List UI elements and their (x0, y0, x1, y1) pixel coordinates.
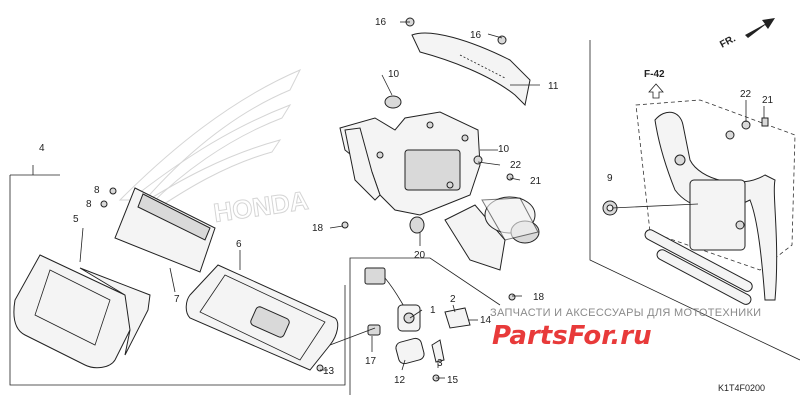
callout-2: 2 (450, 294, 456, 305)
callout-14: 13 (323, 366, 335, 377)
callout-9: 9 (607, 173, 613, 184)
callout-12: 11 (548, 81, 559, 92)
meter-unit (100, 187, 216, 273)
front-direction-indicator: FR. (718, 18, 775, 51)
callout-11: 10 (498, 144, 510, 155)
callout-18-a: 18 (312, 223, 324, 234)
callout-17: 15 (447, 375, 459, 386)
callout-7: 7 (174, 294, 180, 305)
callout-16-a: 16 (375, 17, 387, 28)
callout-6: 6 (236, 239, 242, 250)
watermark-brand: PartsFor.ru (492, 321, 652, 351)
honda-logo-text: HONDA (212, 185, 311, 228)
direction-arrow-icon (745, 18, 775, 38)
wiring-parts-box (349, 257, 501, 395)
upper-cover (405, 17, 531, 107)
callout-22-b: 22 (740, 89, 752, 100)
diagram-code: K1T4F0200 (718, 383, 765, 393)
meter-stay-bracket (339, 95, 540, 301)
callout-20: 20 (414, 250, 426, 261)
callout-8-b: 8 (86, 199, 92, 210)
callout-22-a: 22 (510, 160, 522, 171)
partsfor-watermark: ЗАПЧАСТИ И АКСЕССУАРЫ ДЛЯ МОТОТЕХНИКИ Pa… (490, 307, 761, 351)
callout-15: 14 (480, 315, 492, 326)
callout-16-b: 16 (470, 30, 482, 41)
watermark-caption: ЗАПЧАСТИ И АКСЕССУАРЫ ДЛЯ МОТОТЕХНИКИ (490, 307, 761, 319)
callout-21-b: 21 (762, 95, 774, 106)
callout-5: 5 (73, 214, 79, 225)
callout-3: 3 (437, 358, 443, 369)
meter-rear-cover (185, 264, 339, 372)
callout-8-a: 8 (94, 185, 100, 196)
callout-10: 10 (388, 69, 400, 80)
callout-19: 17 (365, 356, 377, 367)
reference-up-arrow-icon (648, 83, 664, 99)
callout-13: 12 (394, 375, 406, 386)
callout-21-a: 21 (530, 176, 542, 187)
direction-label: FR. (718, 33, 738, 50)
f42-subassembly: F-42 (589, 40, 800, 361)
callout-18-b: 18 (533, 292, 545, 303)
callout-1: 1 (430, 305, 436, 316)
meter-lens-case (13, 254, 151, 369)
meter-assembly-frame (9, 174, 346, 386)
reference-label: F-42 (644, 69, 665, 80)
part-callouts: 4 8 8 5 7 6 13 16 16 10 11 10 22 21 18 2… (39, 17, 774, 386)
callout-4: 4 (39, 143, 45, 154)
leader-lines (32, 21, 765, 379)
